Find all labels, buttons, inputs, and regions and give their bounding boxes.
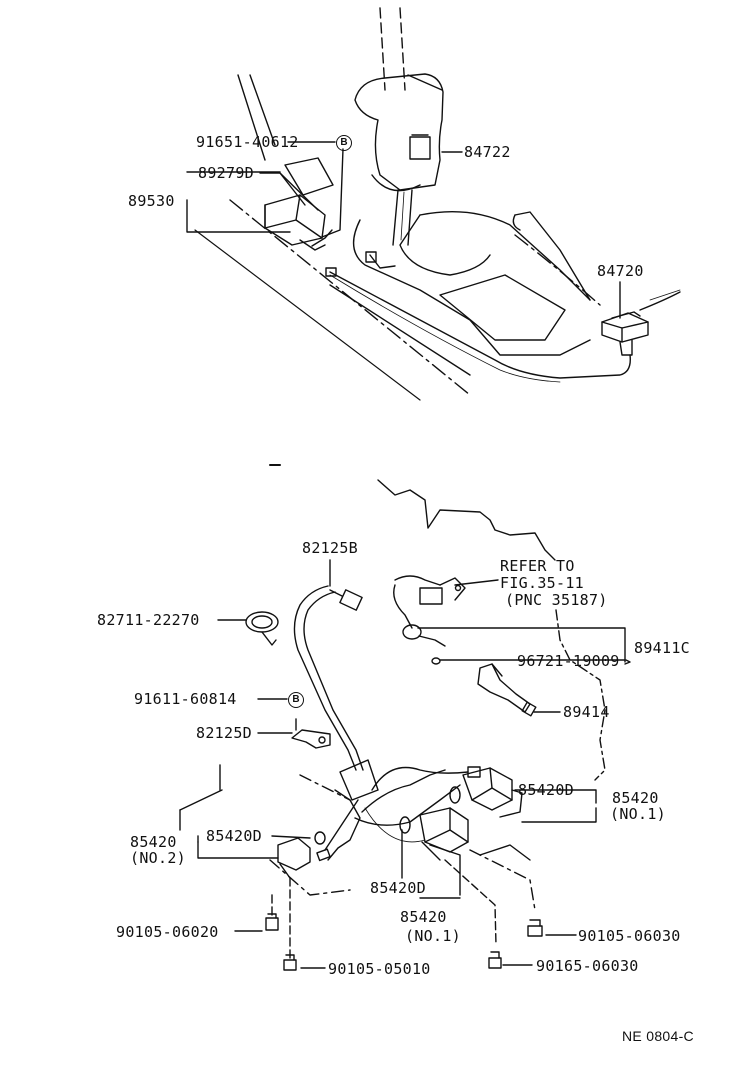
- callout-b-top: B: [336, 135, 352, 151]
- label-85420-right: 85420: [612, 789, 659, 807]
- label-no1-center: (NO.1): [405, 927, 461, 945]
- label-85420d-left: 85420D: [206, 827, 262, 845]
- label-89414: 89414: [563, 703, 610, 721]
- label-84720: 84720: [597, 262, 644, 280]
- label-89411c: 89411C: [634, 639, 690, 657]
- label-85420d-right: 85420D: [518, 781, 574, 799]
- label-90105-06020: 90105-06020: [116, 923, 219, 941]
- label-85420-center: 85420: [400, 908, 447, 926]
- label-96721-19009: 96721-19009: [517, 652, 620, 670]
- figure-code: NE 0804-C: [622, 1028, 694, 1044]
- callout-b-bottom: B: [288, 692, 304, 708]
- label-89530: 89530: [128, 192, 175, 210]
- label-90105-05010: 90105-05010: [328, 960, 431, 978]
- label-82125d: 82125D: [196, 724, 252, 742]
- label-89279d: 89279D: [198, 164, 254, 182]
- refer-line-2: FIG.35-11: [500, 574, 584, 592]
- label-84722: 84722: [464, 143, 511, 161]
- label-82125b: 82125B: [302, 539, 358, 557]
- refer-line-3: (PNC 35187): [505, 591, 608, 609]
- label-no2-left: (NO.2): [130, 849, 186, 867]
- label-no1-right: (NO.1): [610, 805, 666, 823]
- label-90165-06030: 90165-06030: [536, 957, 639, 975]
- label-85420d-center: 85420D: [370, 879, 426, 897]
- label-85420-left: 85420: [130, 833, 177, 851]
- refer-line-1: REFER TO: [500, 557, 575, 575]
- label-82711-22270: 82711-22270: [97, 611, 200, 629]
- label-90105-06030: 90105-06030: [578, 927, 681, 945]
- label-91611-60814: 91611-60814: [134, 690, 237, 708]
- label-91651-40612: 91651-40612: [196, 133, 299, 151]
